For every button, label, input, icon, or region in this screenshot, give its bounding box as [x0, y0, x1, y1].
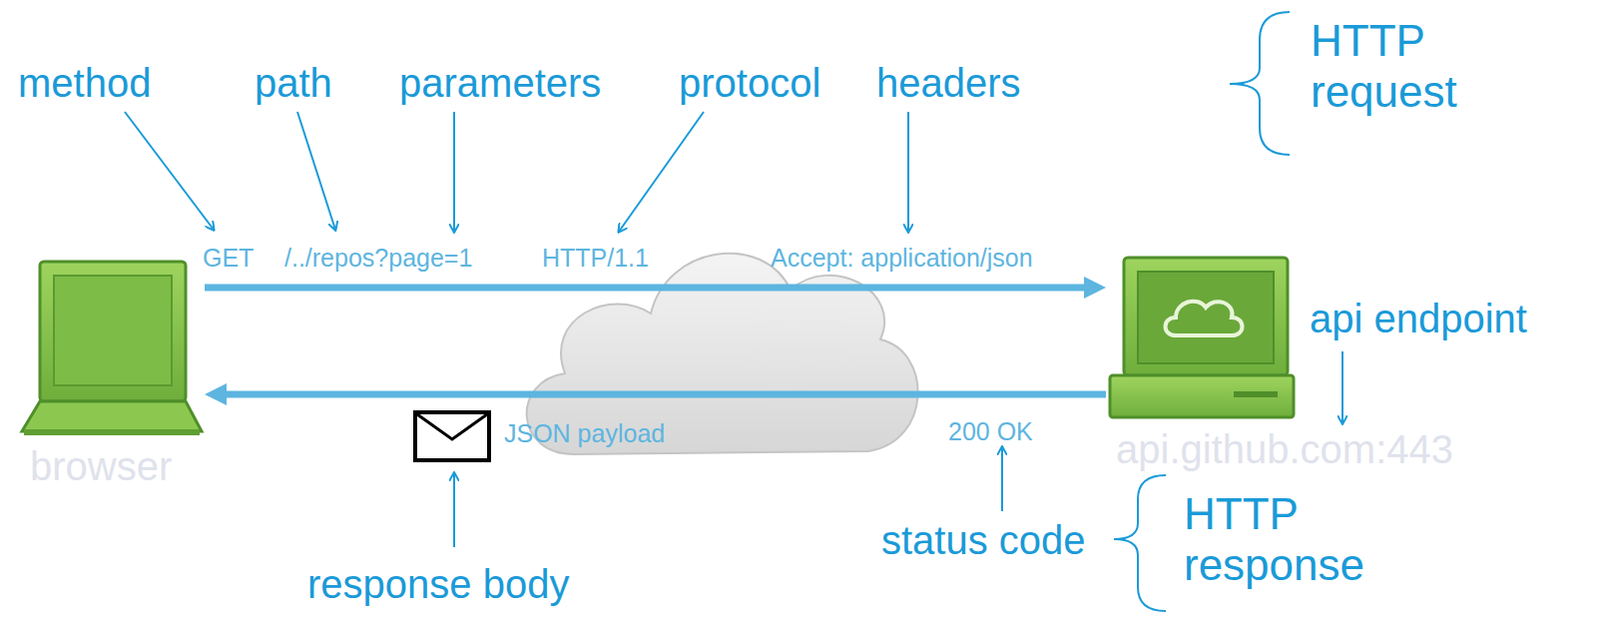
annotation: method [17, 59, 151, 106]
annotation: status code [881, 517, 1086, 563]
laptop-icon [21, 261, 202, 436]
response-part: 200 OK [948, 417, 1034, 447]
annotation: protocol [678, 59, 821, 106]
request-part: GET [202, 243, 254, 273]
request-part: Accept: application/json [770, 243, 1034, 273]
server-node: api.github.com:443 [1105, 254, 1296, 420]
annotation: response body [307, 560, 569, 607]
request-part: /../repos?page=1 [284, 243, 473, 273]
annotation: parameters [399, 59, 601, 106]
annotation: path [254, 59, 333, 106]
annotation: api endpoint [1309, 295, 1528, 342]
node-label: api.github.com:443 [1115, 426, 1454, 473]
client-node: browser [19, 261, 205, 437]
annotation: headers [876, 59, 1022, 106]
group-title: HTTP request [1310, 15, 1511, 117]
response-part: JSON payload [504, 419, 665, 449]
node-label: browser [29, 443, 172, 490]
group-title: HTTP response [1183, 489, 1414, 590]
message-arrow [204, 383, 1106, 406]
request-part: HTTP/1.1 [541, 243, 649, 273]
leader-lines [124, 111, 1343, 547]
envelope-icon [415, 412, 490, 461]
message-arrow [204, 276, 1106, 299]
server-icon [1109, 257, 1294, 418]
